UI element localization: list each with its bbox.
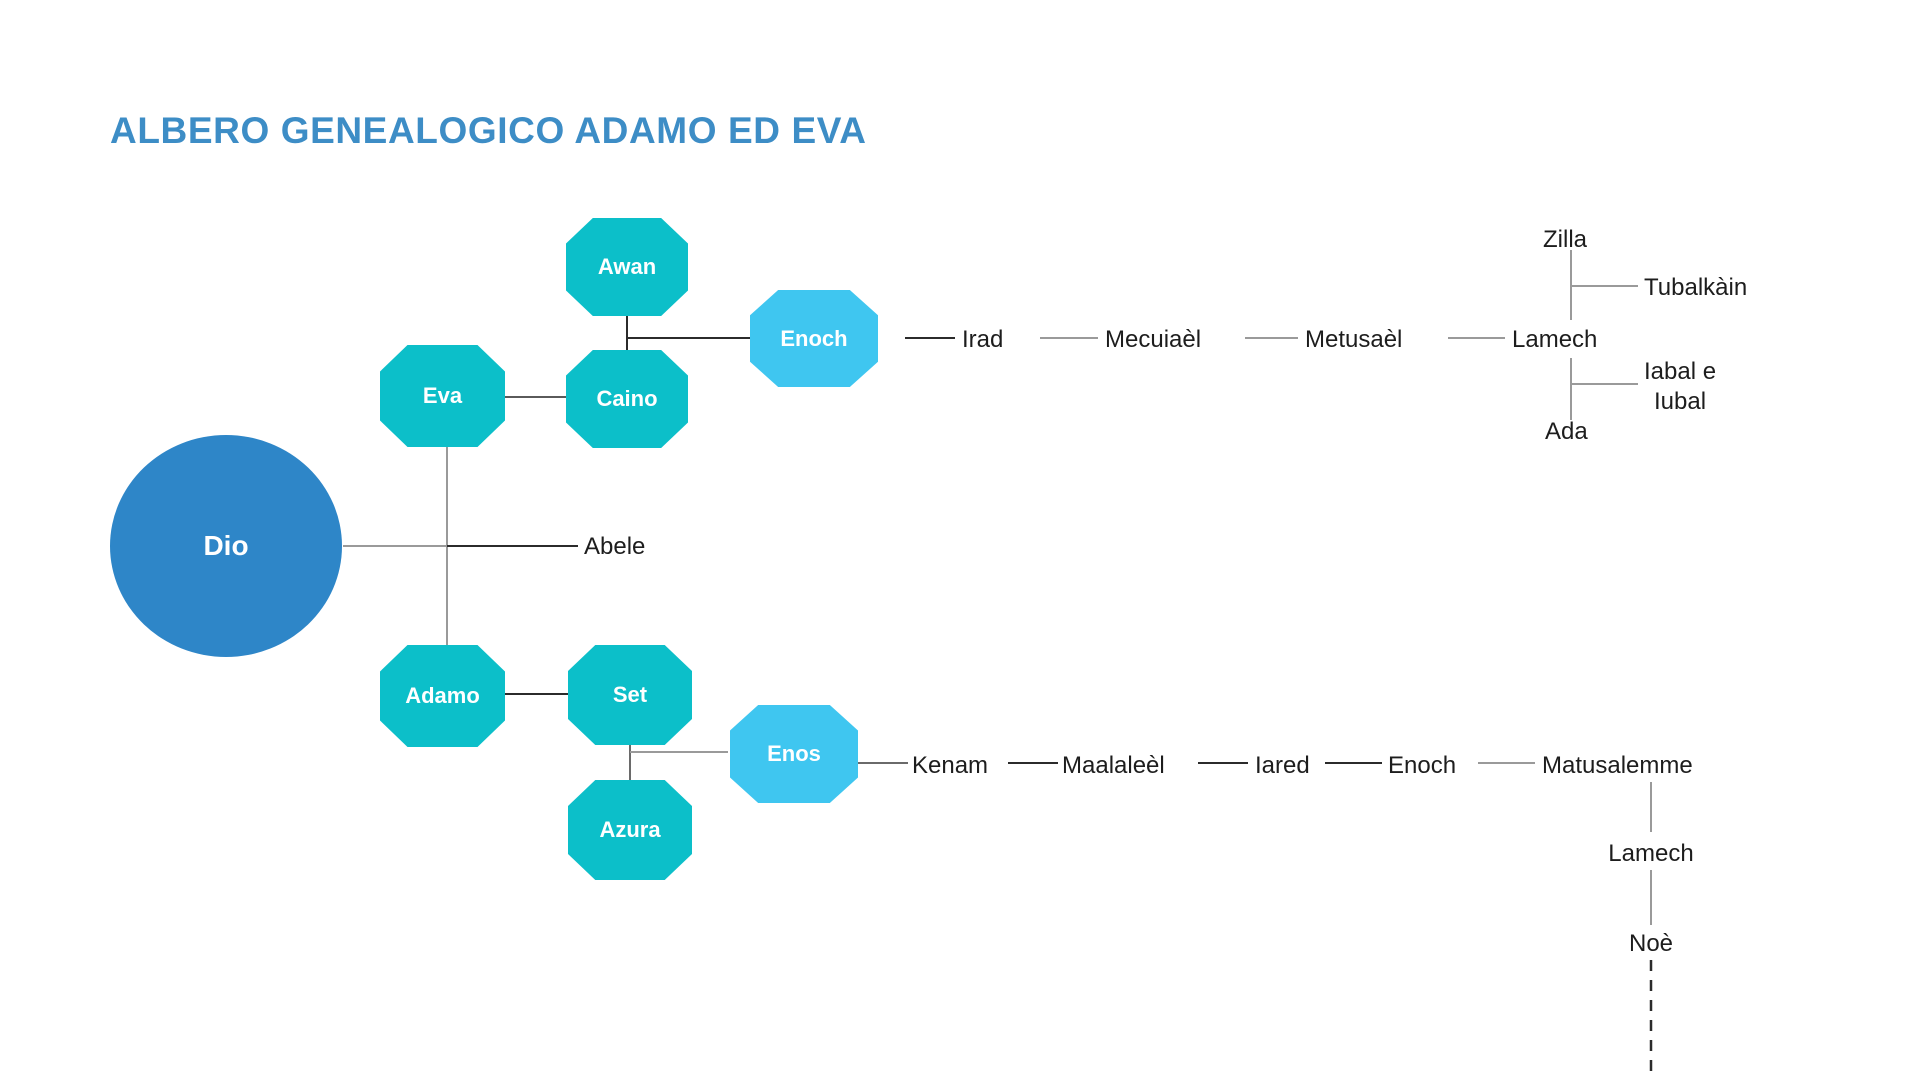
node-dio[interactable]: Dio <box>110 435 342 657</box>
node-eva[interactable]: Eva <box>380 345 505 447</box>
label-enoch-set[interactable]: Enoch <box>1388 752 1457 779</box>
label-iabal-line1: Iabal e <box>1644 358 1717 385</box>
node-enos[interactable]: Enos <box>730 705 858 803</box>
node-set-label: Set <box>612 682 648 707</box>
node-azura-label: Azura <box>599 817 661 842</box>
node-dio-label: Dio <box>203 530 249 561</box>
node-azura[interactable]: Azura <box>568 780 692 880</box>
label-matusalemme[interactable]: Matusalemme <box>1542 752 1693 779</box>
label-kenam[interactable]: Kenam <box>912 752 989 779</box>
node-enoch-cain-label: Enoch <box>780 325 848 351</box>
node-adamo-label: Adamo <box>405 683 480 708</box>
label-lamech-cain[interactable]: Lamech <box>1512 326 1598 353</box>
label-irad[interactable]: Irad <box>962 326 1004 353</box>
node-awan-label: Awan <box>597 254 657 279</box>
label-tubalkain[interactable]: Tubalkàin <box>1644 274 1748 301</box>
label-iabal-line2: Iubal <box>1654 388 1707 415</box>
label-maalaleel[interactable]: Maalaleèl <box>1062 752 1165 779</box>
page-title: ALBERO GENEALOGICO ADAMO ED EVA <box>110 110 867 151</box>
node-enoch-cain[interactable]: Enoch <box>750 290 878 387</box>
label-abele[interactable]: Abele <box>584 533 646 560</box>
label-zilla[interactable]: Zilla <box>1543 226 1588 253</box>
node-set[interactable]: Set <box>568 645 692 745</box>
node-caino-label: Caino <box>596 386 658 411</box>
node-adamo[interactable]: Adamo <box>380 645 505 747</box>
label-mecuiael[interactable]: Mecuiaèl <box>1105 326 1202 353</box>
label-iabal-e-iubal[interactable]: Iabal e Iubal <box>1644 357 1716 417</box>
node-caino[interactable]: Caino <box>566 350 688 448</box>
node-awan[interactable]: Awan <box>566 218 688 316</box>
label-metusael[interactable]: Metusaèl <box>1305 326 1403 353</box>
label-iared[interactable]: Iared <box>1255 752 1310 779</box>
label-lamech-set[interactable]: Lamech <box>1608 840 1694 867</box>
label-noe[interactable]: Noè <box>1628 930 1674 957</box>
node-eva-label: Eva <box>422 383 463 408</box>
node-enos-label: Enos <box>767 741 821 766</box>
label-ada[interactable]: Ada <box>1545 418 1588 445</box>
